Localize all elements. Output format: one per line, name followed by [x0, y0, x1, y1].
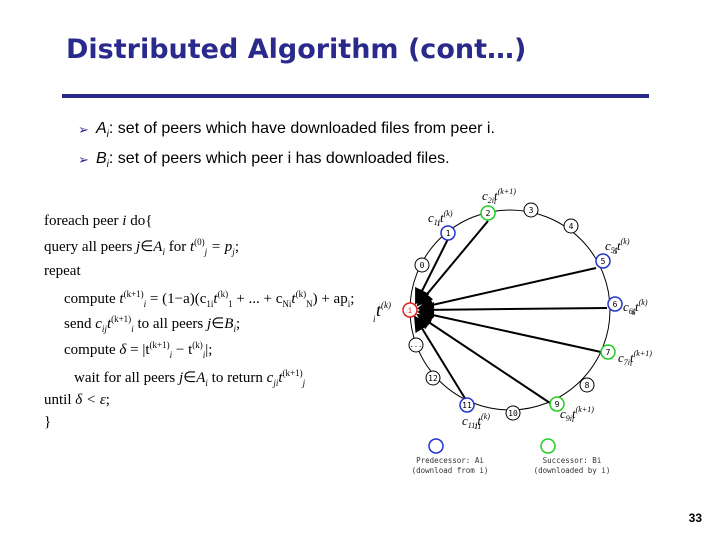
- slide-title: Distributed Algorithm (cont…): [66, 34, 527, 65]
- node-2: 2: [480, 205, 496, 221]
- legend-blue-circle-icon: [428, 438, 444, 454]
- node-10: 10: [505, 405, 521, 421]
- node-9: 9: [549, 396, 565, 412]
- node-5: 5: [595, 253, 611, 269]
- definition-list: ➢ Ai: set of peers which have downloaded…: [78, 118, 495, 178]
- svg-text:0: 0: [420, 261, 425, 270]
- arrow-6-to-i: [418, 301, 608, 318]
- arrow-5-to-i: [417, 267, 597, 313]
- svg-text:9: 9: [555, 400, 560, 409]
- svg-text:Successor: Bi: Successor: Bi: [543, 456, 602, 465]
- node-1: 1: [440, 225, 456, 241]
- algo-line-1: foreach peer i do{: [44, 213, 153, 229]
- bullet-var: Bi: [96, 150, 109, 171]
- label-ti: t(k)i: [373, 300, 391, 324]
- arrow-1-to-i: [415, 238, 449, 305]
- svg-text:(downloaded by i): (downloaded by i): [534, 466, 611, 475]
- svg-text:4: 4: [569, 222, 574, 231]
- label-c11-t11: c11it(k)11: [462, 412, 490, 431]
- svg-text:7: 7: [606, 348, 611, 357]
- bullet-var: Ai: [96, 120, 109, 141]
- bullet-bi: ➢ Bi: set of peers which peer i has down…: [78, 148, 495, 178]
- algo-line-8: until δ < ε;: [44, 392, 110, 408]
- bullet-text: : set of peers which have downloaded fil…: [108, 120, 495, 137]
- label-c2-t2: c2it(k+1)i: [482, 187, 516, 206]
- node-4: 4: [563, 218, 579, 234]
- algo-line-2: query all peers j∈Ai for t(0)j = pj;: [44, 237, 239, 257]
- svg-text:3: 3: [529, 206, 534, 215]
- legend-green-circle-icon: [540, 438, 556, 454]
- algo-line-6: compute δ = |t(k+1)i − t(k)i|;: [64, 340, 213, 360]
- node-3: 3: [523, 202, 539, 218]
- svg-text:10: 10: [508, 409, 518, 418]
- bullet-arrow-icon: ➢: [78, 152, 89, 167]
- svg-text:11: 11: [462, 401, 472, 410]
- algo-line-4: compute t(k+1)i = (1−a)(c1it(k)1 + ... +…: [64, 289, 355, 309]
- bullet-text: : set of peers which peer i has download…: [108, 150, 450, 167]
- bullet-arrow-icon: ➢: [78, 122, 89, 137]
- svg-text:...: ...: [410, 341, 423, 349]
- svg-text:12: 12: [428, 374, 438, 383]
- bullet-ai: ➢ Ai: set of peers which have downloaded…: [78, 118, 495, 148]
- algo-line-7: wait for all peers j∈Ai to return cjit(k…: [74, 368, 306, 388]
- svg-text:6: 6: [613, 300, 618, 309]
- title-underline: [62, 94, 649, 98]
- label-c6-t6: c6it(k)6: [623, 298, 648, 317]
- node-7: 7: [600, 344, 616, 360]
- arrow-2-to-i: [416, 220, 489, 307]
- node-12: 12: [425, 370, 441, 386]
- legend-predecessor: Predecessor: Ai (download from i): [412, 438, 489, 475]
- algo-line-9: }: [44, 414, 52, 430]
- svg-text:i: i: [408, 306, 413, 315]
- algo-line-3: repeat: [44, 263, 81, 279]
- label-c5-t5: c5it(k)5: [605, 237, 630, 256]
- node-dots: ...: [408, 337, 424, 353]
- svg-text:(download from i): (download from i): [412, 466, 489, 475]
- node-0: 0: [414, 257, 430, 273]
- label-c1-t1: c1it(k)1: [428, 209, 453, 228]
- node-8: 8: [579, 377, 595, 393]
- node-11: 11: [459, 397, 475, 413]
- label-c7-t7: c7it(k+1)i: [618, 349, 652, 368]
- node-i: i: [402, 302, 418, 318]
- page-number: 33: [688, 511, 702, 525]
- arrow-7-to-i: [417, 307, 602, 353]
- svg-text:8: 8: [585, 381, 590, 390]
- svg-text:1: 1: [446, 229, 451, 238]
- legend-successor: Successor: Bi (downloaded by i): [534, 438, 611, 475]
- svg-text:2: 2: [486, 209, 491, 218]
- svg-text:Predecessor: Ai: Predecessor: Ai: [416, 456, 484, 465]
- svg-text:5: 5: [601, 257, 606, 266]
- arrow-9-to-i: [416, 313, 551, 404]
- label-c9-t9: c9it(k+1)i: [560, 405, 594, 424]
- arrow-11-to-i: [413, 315, 467, 401]
- peer-ring-diagram: 0 1 2 3 4 5 6 7 8 9 10 11: [373, 187, 652, 475]
- algo-line-5: send cijt(k+1)i to all peers j∈Bi;: [64, 314, 241, 334]
- node-6: 6: [607, 296, 623, 312]
